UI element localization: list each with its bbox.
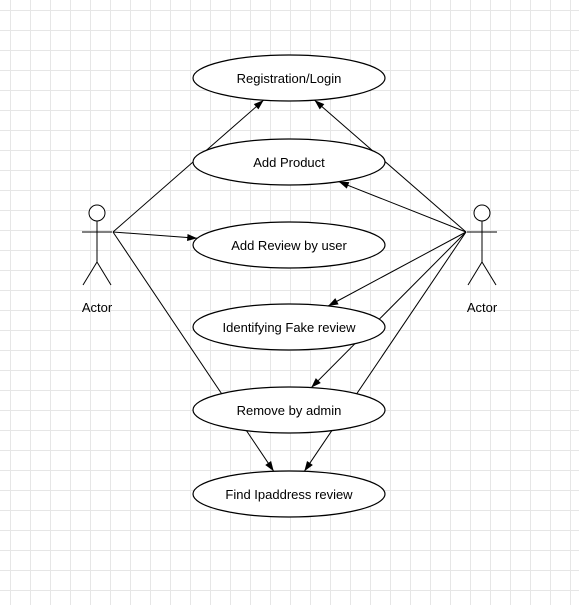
association-line-left-uc6 — [112, 231, 275, 472]
use-case-label: Identifying Fake review — [223, 320, 357, 335]
actor-right[interactable]: Actor — [467, 204, 498, 315]
arrowhead-right-uc2 — [338, 181, 350, 189]
arrowhead-right-uc1 — [314, 100, 325, 110]
arrowhead-left-uc3 — [187, 233, 198, 241]
actor-left-leg — [82, 261, 98, 286]
use-case-label: Add Review by user — [231, 238, 347, 253]
arrowhead-left-uc1 — [253, 100, 264, 110]
actor-right-leg — [481, 261, 497, 286]
actor-left[interactable]: Actor — [82, 204, 113, 315]
use-case-label: Remove by admin — [237, 403, 342, 418]
use-case-find-ipaddress-review[interactable]: Find Ipaddress review — [192, 470, 386, 518]
use-case-add-product[interactable]: Add Product — [192, 138, 386, 186]
arrowhead-right-uc5 — [311, 378, 321, 388]
association-line-right-uc5 — [310, 231, 467, 388]
use-case-label: Registration/Login — [237, 71, 342, 86]
use-case-ellipse — [192, 221, 386, 269]
associations — [112, 99, 467, 472]
use-case-label: Find Ipaddress review — [225, 487, 353, 502]
arrowhead-left-uc6 — [265, 461, 274, 472]
use-case-ellipse — [192, 470, 386, 518]
actor-head — [473, 204, 491, 222]
actor-right-leg — [96, 261, 112, 286]
association-line-right-uc1 — [314, 99, 467, 233]
association-line-left-uc1 — [112, 99, 264, 233]
association-line-right-uc6 — [303, 231, 467, 472]
use-case-label: Add Product — [253, 155, 325, 170]
actor-label-left: Actor — [82, 300, 113, 315]
use-case-ellipse — [192, 303, 386, 351]
arrowhead-right-uc4 — [328, 298, 339, 306]
use-case-registration-login[interactable]: Registration/Login — [192, 54, 386, 102]
actor-left-leg — [467, 261, 483, 286]
use-case-ellipse — [192, 386, 386, 434]
association-line-right-uc2 — [338, 181, 467, 233]
arrowhead-right-uc6 — [304, 461, 313, 472]
use-case-add-review-by-user[interactable]: Add Review by user — [192, 221, 386, 269]
actor-label-right: Actor — [467, 300, 498, 315]
use-case-ellipse — [192, 54, 386, 102]
association-line-right-uc4 — [327, 231, 467, 307]
association-line-left-uc3 — [112, 231, 198, 239]
use-case-ellipse — [192, 138, 386, 186]
use-case-remove-by-admin[interactable]: Remove by admin — [192, 386, 386, 434]
actor-head — [88, 204, 106, 222]
use-case-identifying-fake-review[interactable]: Identifying Fake review — [192, 303, 386, 351]
